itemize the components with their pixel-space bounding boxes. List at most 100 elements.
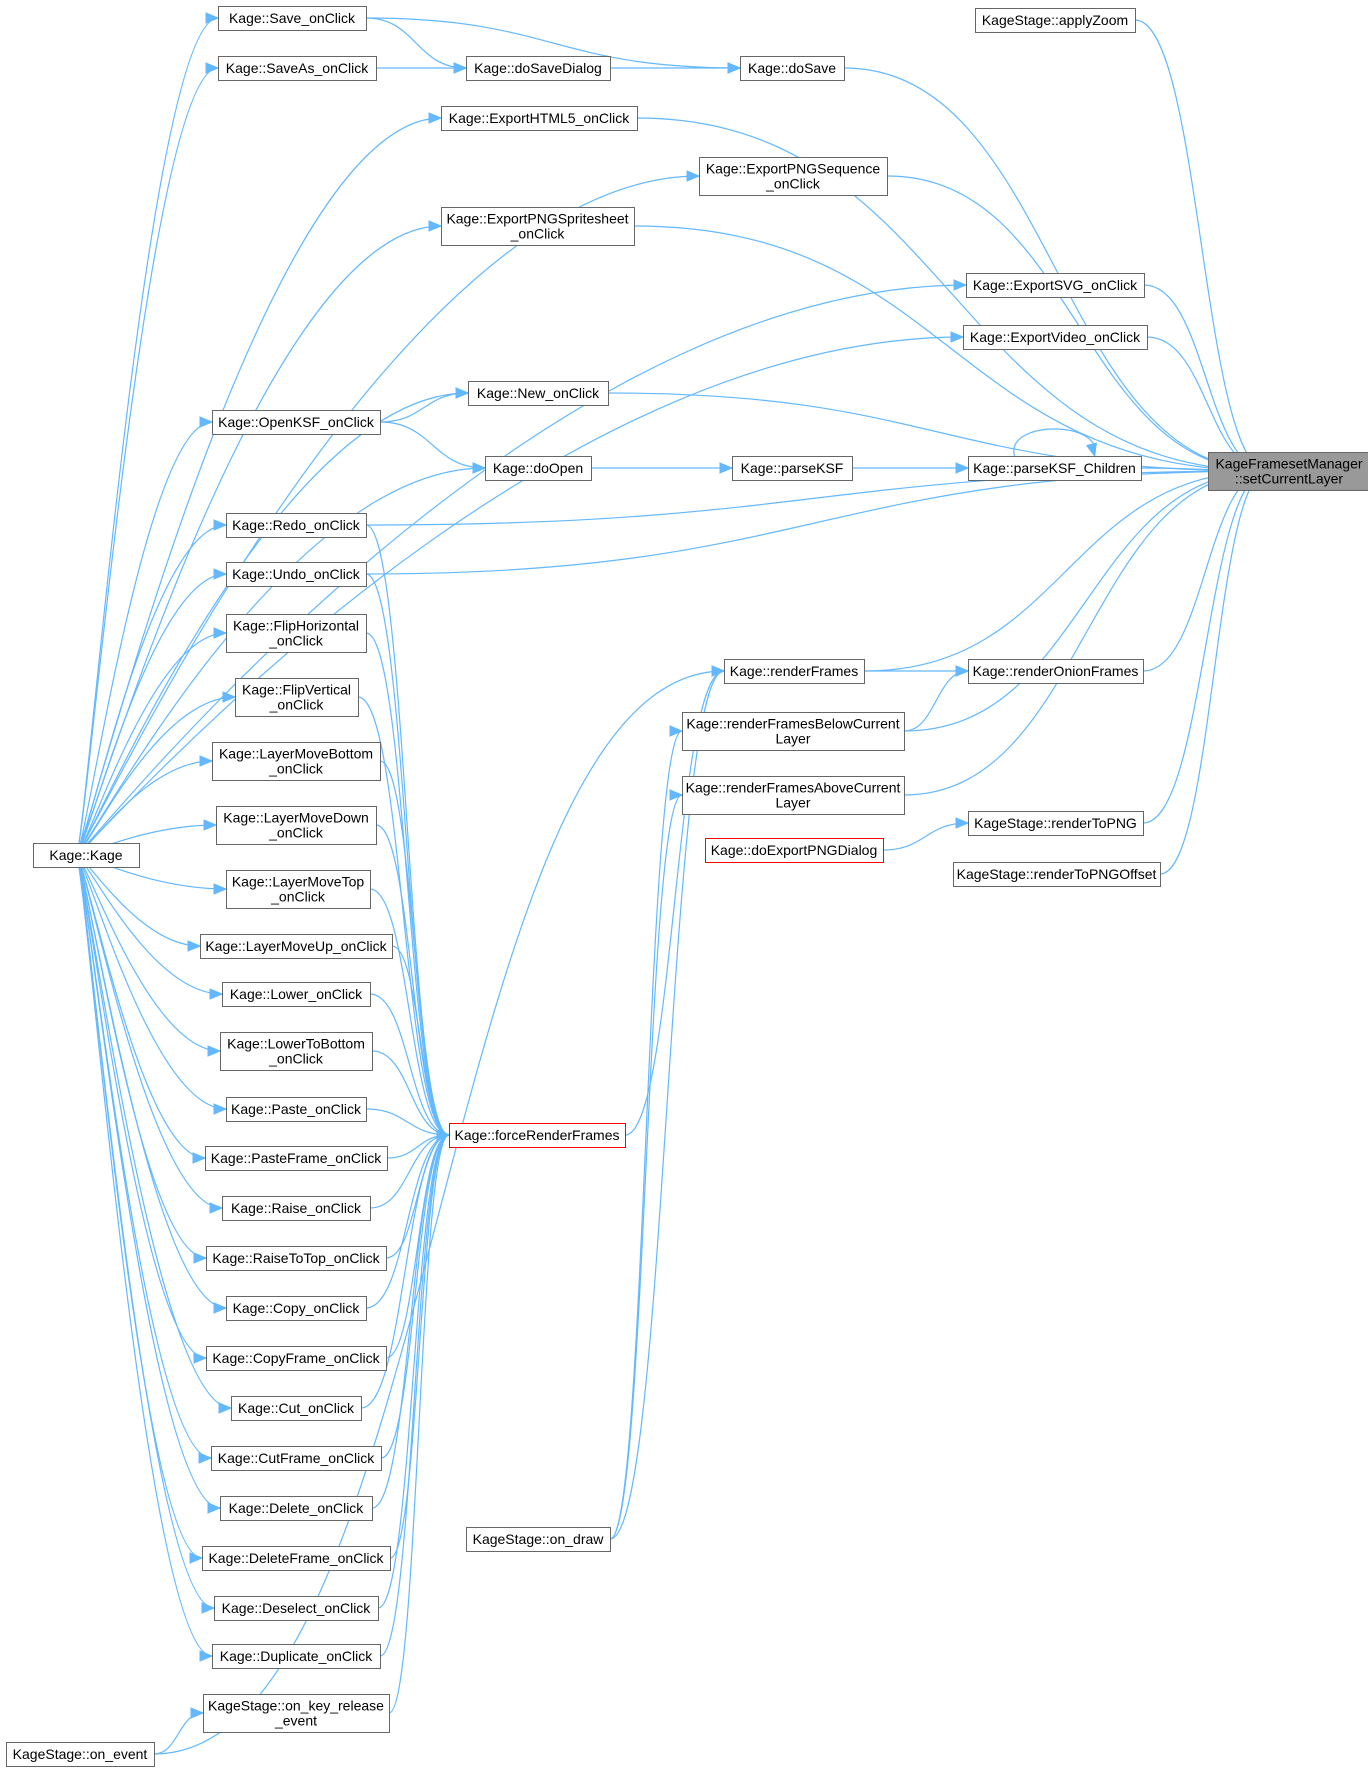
node-layerUp[interactable]: Kage::LayerMoveUp_onClick [200, 934, 393, 959]
node-label: Kage::Cut_onClick [238, 1400, 355, 1416]
node-forceRender[interactable]: Kage::forceRenderFrames [449, 1123, 626, 1148]
edge-arrowhead [192, 1152, 207, 1164]
node-doExportPng[interactable]: Kage::doExportPNGDialog [705, 838, 884, 863]
node-label: Kage::PasteFrame_onClick [211, 1150, 382, 1166]
edge-renderBelow-to-focus [903, 470, 1269, 732]
edge-renderFrames-to-focus [863, 470, 1269, 672]
edge-layerBottom-to-forceRender [379, 760, 450, 1136]
node-label: Kage::Kage [49, 847, 122, 863]
node-label: _onClick [268, 761, 324, 777]
edge-arrowhead [213, 1302, 228, 1314]
edge-cutFrame-to-forceRender [380, 1134, 450, 1459]
edge-kage-to-doOpen [75, 467, 486, 856]
edge-arrowhead [205, 62, 220, 74]
node-label: Kage::DeleteFrame_onClick [208, 1550, 384, 1566]
edge-layerDown-to-forceRender [375, 824, 450, 1136]
node-label: Kage::LayerMoveDown [223, 810, 369, 826]
edge-exportPngSeq-to-focus [886, 175, 1269, 472]
edge-arrowhead [189, 1552, 204, 1564]
node-parseKsf[interactable]: Kage::parseKSF [732, 456, 853, 481]
edge-delFrame-to-forceRender [389, 1134, 450, 1559]
node-label: Layer [775, 795, 810, 811]
node-saveOnClick[interactable]: Kage::Save_onClick [218, 6, 367, 31]
node-label: Kage::ExportPNGSequence [706, 161, 881, 177]
node-label: KageStage::on_key_release [208, 1698, 384, 1714]
node-doSave[interactable]: Kage::doSave [740, 56, 845, 81]
node-undo[interactable]: Kage::Undo_onClick [226, 562, 367, 587]
node-label: Kage::LayerMoveBottom [219, 746, 373, 762]
node-deselect[interactable]: Kage::Deselect_onClick [214, 1596, 379, 1621]
node-doSaveDialog[interactable]: Kage::doSaveDialog [466, 56, 611, 81]
node-renderToPngOffset[interactable]: KageStage::renderToPNGOffset [953, 862, 1161, 887]
node-exportPngSprite[interactable]: Kage::ExportPNGSpritesheet_onClick [441, 207, 635, 246]
node-raiseTop[interactable]: Kage::RaiseToTop_onClick [206, 1246, 387, 1271]
node-exportVideo[interactable]: Kage::ExportVideo_onClick [963, 325, 1148, 350]
edge-exportVideo-to-focus [1146, 336, 1269, 472]
node-cutFrame[interactable]: Kage::CutFrame_onClick [211, 1446, 382, 1471]
node-layerDown[interactable]: Kage::LayerMoveDown_onClick [216, 806, 377, 845]
node-focus[interactable]: KageFramesetManager::setCurrentLayer [1208, 452, 1368, 491]
node-renderOnion[interactable]: Kage::renderOnionFrames [968, 659, 1144, 684]
node-box [968, 659, 1144, 684]
node-onDraw[interactable]: KageStage::on_draw [466, 1527, 611, 1552]
edge-lower-to-forceRender [369, 993, 450, 1136]
edge-kage-to-redo [75, 524, 227, 856]
node-copy[interactable]: Kage::Copy_onClick [226, 1296, 367, 1321]
node-box [226, 870, 371, 909]
node-box [235, 678, 359, 717]
edge-kage-to-saveAsOnClick [75, 67, 219, 856]
edge-renderOnion-to-focus [1142, 470, 1269, 672]
node-cut[interactable]: Kage::Cut_onClick [231, 1396, 362, 1421]
node-kage[interactable]: Kage::Kage [33, 843, 140, 868]
edge-newOnClick-to-focus [607, 392, 1269, 472]
node-paste[interactable]: Kage::Paste_onClick [226, 1097, 367, 1122]
edge-del-to-forceRender [371, 1134, 450, 1509]
node-flipH[interactable]: Kage::FlipHorizontal_onClick [226, 614, 367, 653]
node-label: KageStage::renderToPNG [974, 815, 1137, 831]
node-label: Kage::LayerMoveUp_onClick [205, 938, 387, 954]
node-exportSvg[interactable]: Kage::ExportSVG_onClick [966, 273, 1145, 298]
node-layerTop[interactable]: Kage::LayerMoveTop_onClick [226, 870, 371, 909]
node-onEvent[interactable]: KageStage::on_event [6, 1742, 155, 1767]
node-flipV[interactable]: Kage::FlipVertical_onClick [235, 678, 359, 717]
node-layerBottom[interactable]: Kage::LayerMoveBottom_onClick [212, 742, 381, 781]
node-box [206, 1246, 387, 1271]
node-label: _onClick [268, 825, 324, 841]
edge-keyRelease-to-forceRender [388, 1134, 450, 1714]
node-label: KageStage::on_draw [473, 1531, 605, 1547]
node-label: Kage::Redo_onClick [232, 517, 361, 533]
node-del[interactable]: Kage::Delete_onClick [220, 1496, 373, 1521]
node-exportHtml5[interactable]: Kage::ExportHTML5_onClick [441, 106, 638, 131]
node-renderToPng[interactable]: KageStage::renderToPNG [968, 811, 1144, 836]
node-copyFrame[interactable]: Kage::CopyFrame_onClick [206, 1346, 387, 1371]
node-keyRelease[interactable]: KageStage::on_key_release_event [203, 1694, 390, 1733]
node-delFrame[interactable]: Kage::DeleteFrame_onClick [202, 1546, 391, 1571]
node-lowerBottom[interactable]: Kage::LowerToBottom_onClick [220, 1032, 373, 1071]
node-raise[interactable]: Kage::Raise_onClick [222, 1196, 371, 1221]
node-redo[interactable]: Kage::Redo_onClick [226, 513, 367, 538]
node-box [222, 1196, 371, 1221]
node-doOpen[interactable]: Kage::doOpen [485, 456, 592, 481]
node-applyZoom[interactable]: KageStage::applyZoom [975, 8, 1136, 33]
node-renderFrames[interactable]: Kage::renderFrames [724, 659, 865, 684]
node-label: _onClick [268, 1051, 324, 1067]
node-lower[interactable]: Kage::Lower_onClick [222, 982, 371, 1007]
node-label: Layer [775, 731, 810, 747]
node-label: _onClick [269, 697, 325, 713]
edge-deselect-to-forceRender [377, 1134, 450, 1609]
node-pasteFrame[interactable]: Kage::PasteFrame_onClick [205, 1146, 388, 1171]
node-exportPngSeq[interactable]: Kage::ExportPNGSequence_onClick [699, 157, 888, 196]
edge-arrowhead [199, 755, 214, 767]
node-saveAsOnClick[interactable]: Kage::SaveAs_onClick [218, 56, 377, 81]
node-label: Kage::doSaveDialog [474, 60, 602, 76]
node-box [212, 742, 381, 781]
node-duplicate[interactable]: Kage::Duplicate_onClick [212, 1644, 381, 1669]
node-parseKsfChildren[interactable]: Kage::parseKSF_Children [968, 456, 1142, 481]
edge-arrowhead [213, 1103, 228, 1115]
edge-arrowhead [222, 691, 237, 703]
node-openKsf[interactable]: Kage::OpenKSF_onClick [212, 410, 381, 435]
node-label: Kage::parseKSF [741, 460, 844, 476]
node-newOnClick[interactable]: Kage::New_onClick [468, 381, 609, 406]
